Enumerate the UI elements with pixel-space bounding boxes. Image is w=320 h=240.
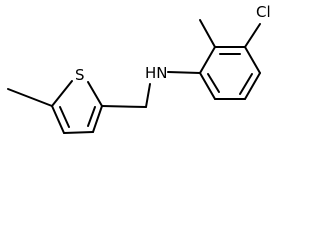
bonds xyxy=(7,19,261,134)
bond-benzene-c6-c1-inner xyxy=(207,73,220,93)
bond-thiophene-c4-c3 xyxy=(63,131,94,134)
bond-benzene-c6-c1 xyxy=(199,72,216,100)
bond-benzene-c1-c2 xyxy=(199,46,216,74)
bond-benzene-c4-c5-inner xyxy=(239,73,253,95)
bond-thiophene-methyl xyxy=(7,88,53,107)
sulfur-label: S xyxy=(75,66,85,84)
bond-thiophene-c2-s xyxy=(87,81,103,107)
atom-labels: Cl HN S xyxy=(75,3,271,84)
bond-ch2-nh xyxy=(145,83,151,108)
bond-thiophene-c5-c4-inner xyxy=(59,106,70,128)
bond-benzene-c3-c4 xyxy=(244,46,261,74)
amine-label: HN xyxy=(145,64,168,82)
bond-thiophene-c3-c2-inner xyxy=(87,106,96,127)
chlorine-label: Cl xyxy=(256,3,271,21)
bond-thiophene-c5-c4 xyxy=(51,105,65,134)
bond-benzene-chlorine xyxy=(244,23,261,48)
bond-benzene-c4-c5 xyxy=(244,72,261,100)
bond-thiophene-c3-c2 xyxy=(92,105,103,133)
bond-nh-benzene xyxy=(167,71,201,74)
chemical-structure-diagram: Cl HN S xyxy=(7,3,271,134)
bond-benzene-methyl xyxy=(199,19,216,48)
bond-thiophene-ch2 xyxy=(101,105,147,108)
bond-thiophene-s-c5 xyxy=(51,80,73,107)
